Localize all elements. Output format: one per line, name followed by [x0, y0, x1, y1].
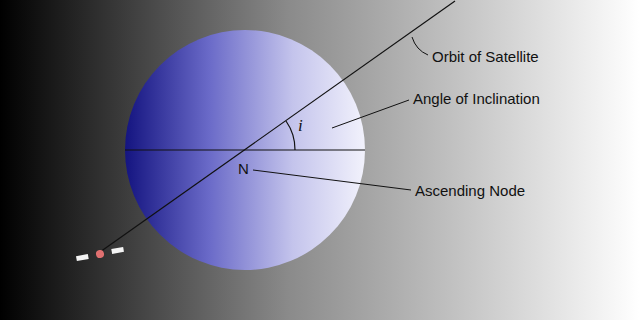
orbit-label: Orbit of Satellite — [432, 48, 539, 65]
leader-line — [412, 37, 428, 55]
orbit-line — [100, 1, 455, 252]
node-label: Ascending Node — [415, 182, 525, 199]
satellite — [76, 246, 125, 262]
angle-symbol: i — [298, 117, 303, 134]
leader-line — [253, 170, 411, 190]
node-letter: N — [238, 160, 249, 177]
angle-label: Angle of Inclination — [413, 90, 540, 107]
inclination-arc — [286, 121, 295, 150]
leader-line — [332, 100, 409, 128]
